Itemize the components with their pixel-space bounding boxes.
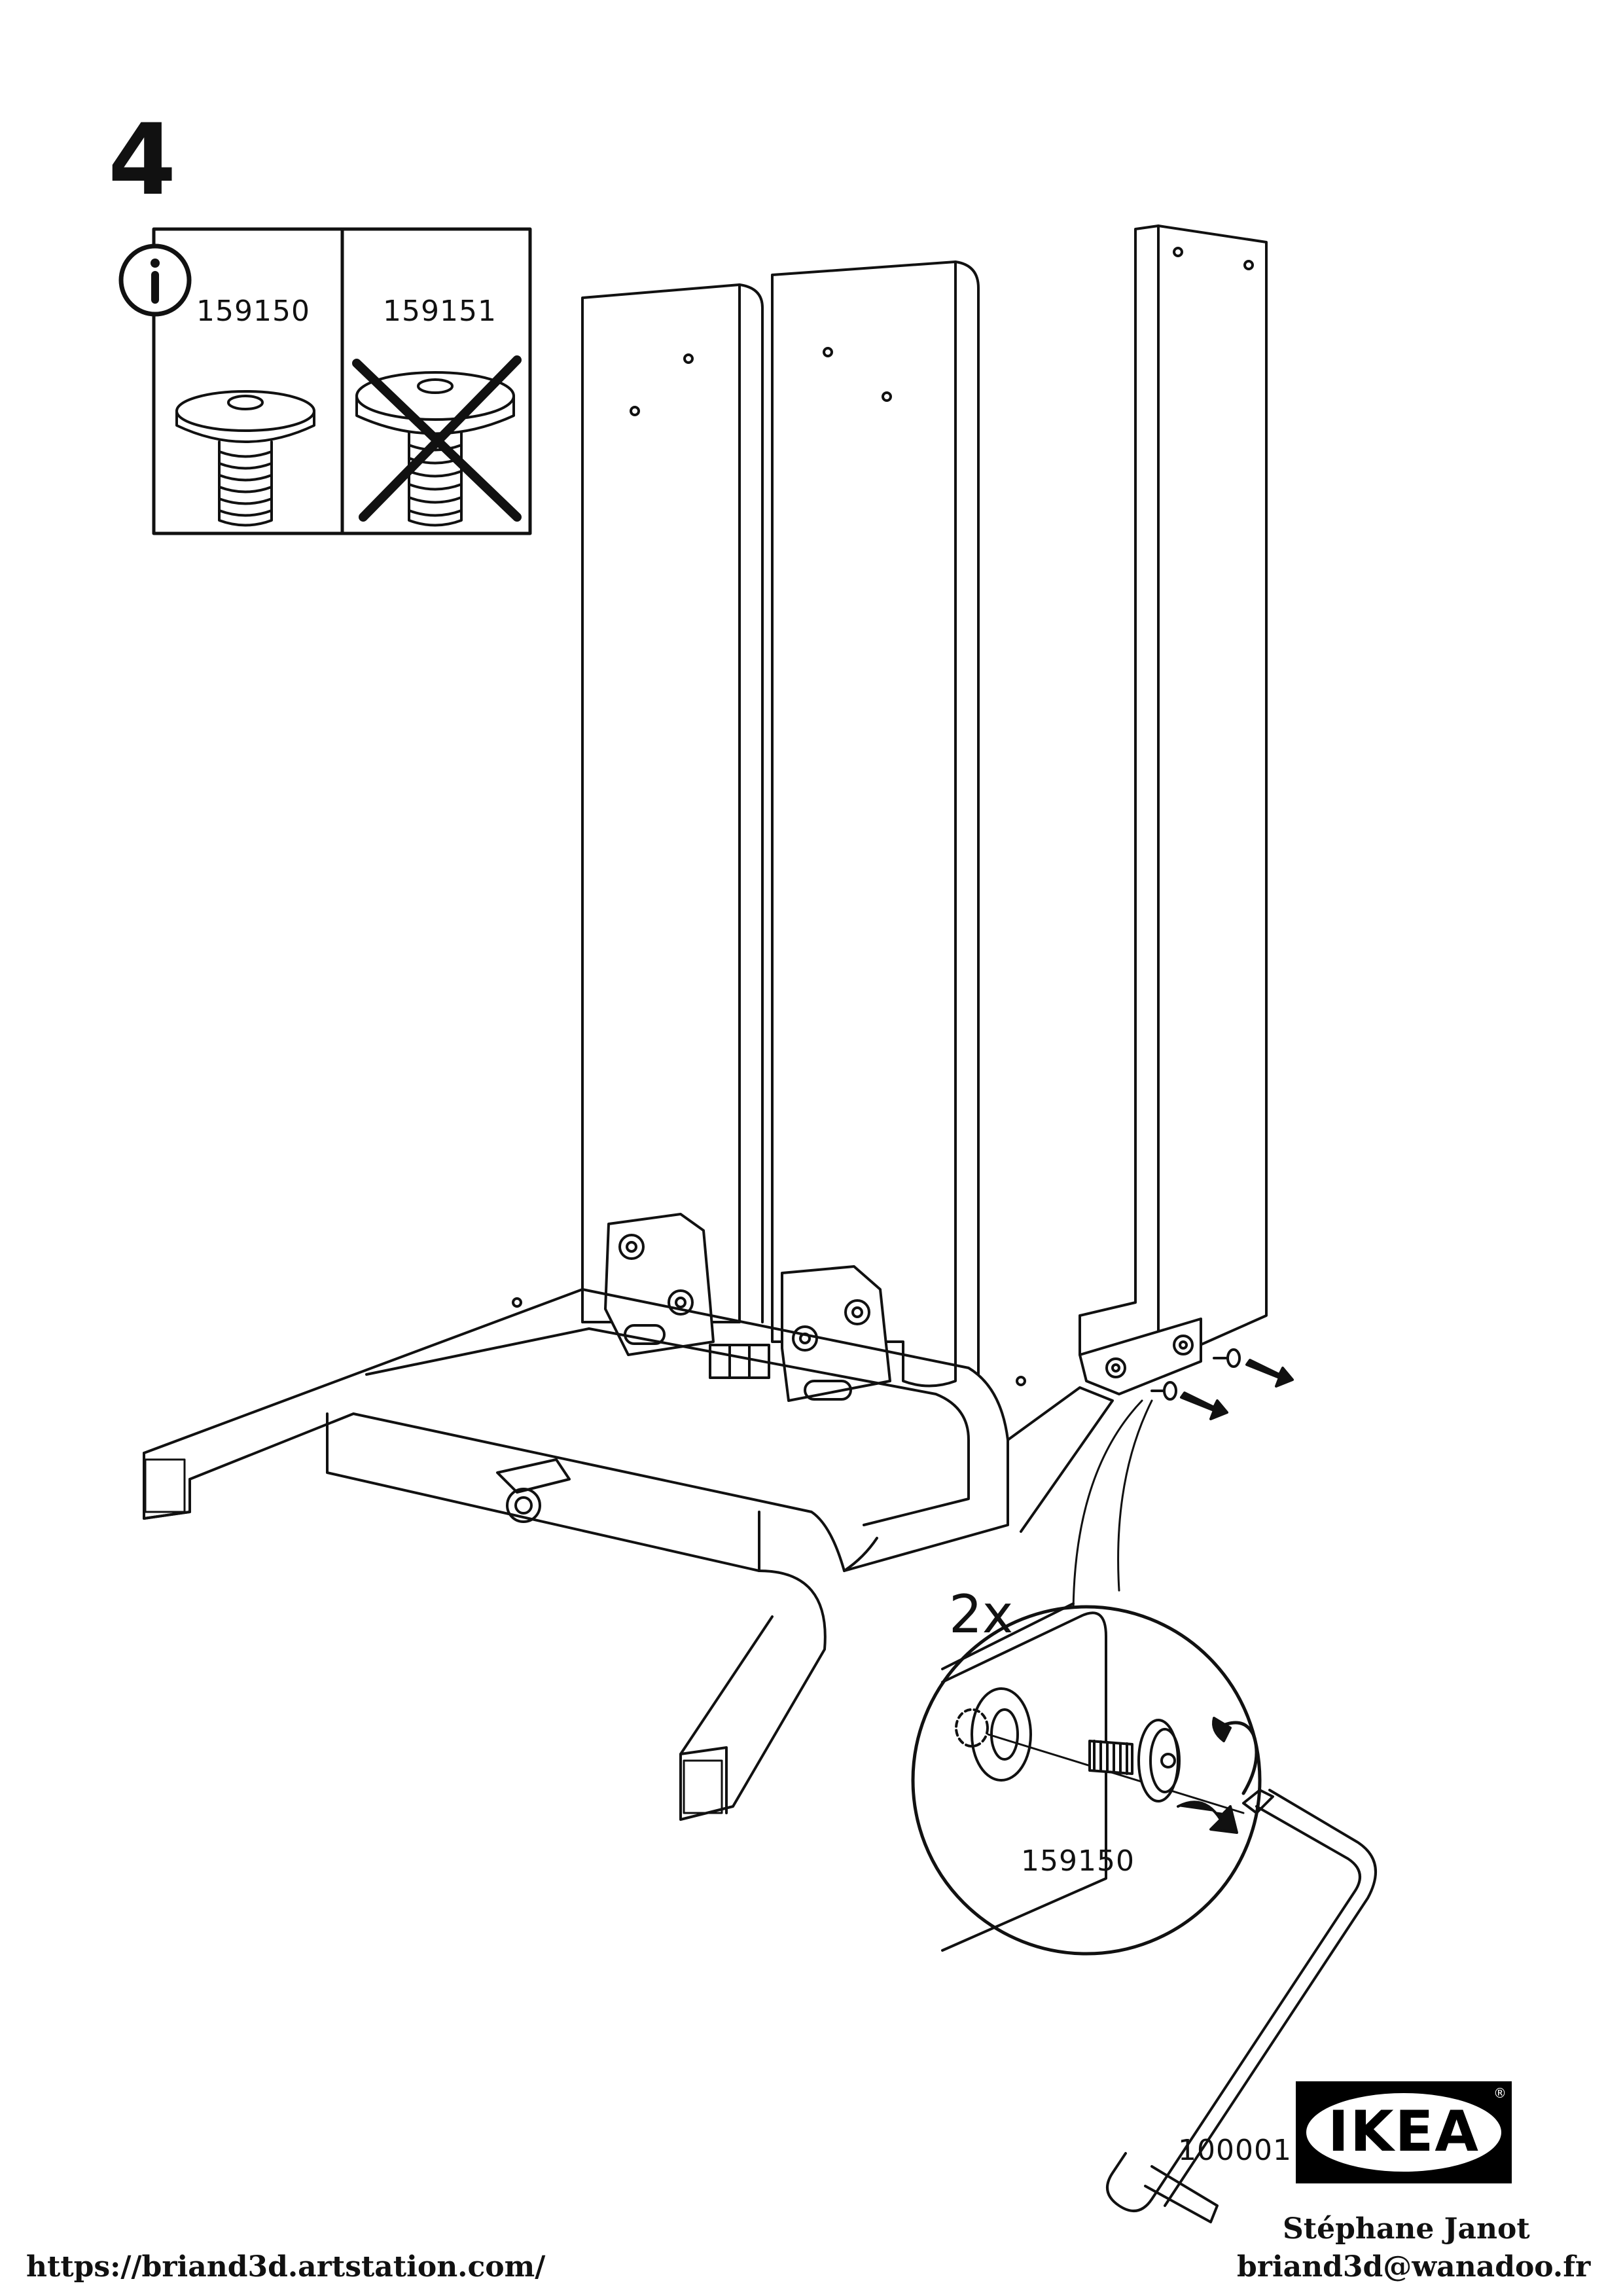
step-number: 4 — [108, 103, 177, 217]
screw-detail-icon — [1088, 1719, 1181, 1803]
screw-159150-icon — [175, 390, 315, 527]
author-email: briand3d@wanadoo.fr — [1237, 2250, 1591, 2284]
leg-panel-middle — [771, 260, 980, 1388]
allen-key-part-label: 100001 — [1178, 2134, 1292, 2167]
part-label-wrong-screw: 159151 — [383, 295, 497, 328]
leg-panel-left — [581, 283, 764, 1323]
allen-key-icon — [1106, 1789, 1377, 2223]
detail-screw-part-label: 159150 — [1021, 1844, 1135, 1878]
base-frame — [143, 1288, 1114, 1821]
leg-panel-right — [1079, 224, 1268, 1356]
ikea-logo: IKEA ® — [1296, 2081, 1512, 2183]
info-panel — [118, 227, 532, 535]
screw-159151-crossed-icon — [352, 355, 522, 527]
info-icon — [118, 243, 192, 317]
part-label-correct-screw: 159150 — [196, 295, 310, 328]
quantity-label: 2x — [949, 1584, 1014, 1645]
author-name: Stéphane Janot — [1283, 2212, 1530, 2246]
footer-url: https://briand3d.artstation.com/ — [26, 2250, 546, 2284]
rotation-arrow-icon — [1177, 1717, 1258, 1834]
bracket-plates — [604, 1213, 1202, 1402]
screw-insert-arrows — [1150, 1348, 1294, 1420]
ikea-wordmark: IKEA — [1328, 2099, 1480, 2164]
detail-callout — [911, 1602, 1377, 2223]
